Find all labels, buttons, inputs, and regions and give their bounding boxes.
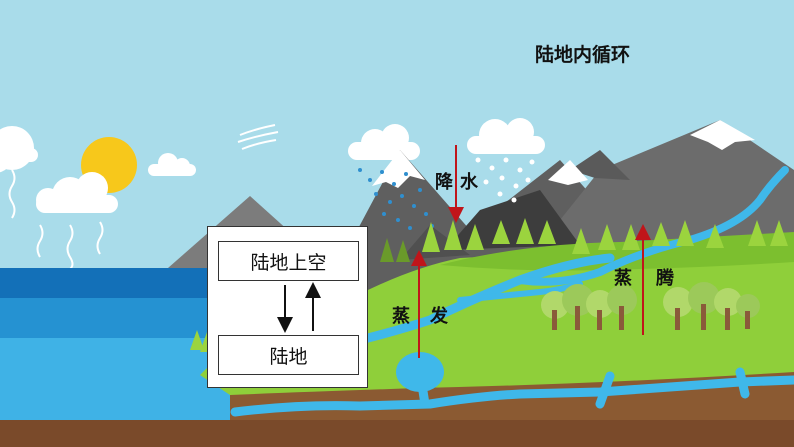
label-evaporation-1: 蒸 [392, 306, 410, 327]
heat-wave-icons [8, 124, 279, 270]
flow-box-panel: 陆地上空 陆地 [207, 226, 368, 388]
label-evaporation-2: 发 [430, 306, 448, 327]
flow-arrows [277, 282, 321, 333]
box-land: 陆地 [218, 335, 359, 375]
cloud-snow-icon [467, 118, 545, 154]
bushy-trees [541, 282, 760, 330]
label-precipitation-1: 降 [435, 172, 453, 193]
lake [396, 352, 444, 392]
label-precipitation-2: 水 [460, 172, 478, 193]
process-arrows [411, 145, 651, 358]
tree-icons [190, 218, 788, 352]
cloud-icons [0, 118, 545, 213]
label-transpiration-1: 蒸 [614, 268, 632, 289]
cloud-sun-icon [36, 172, 118, 213]
diagram-title: 陆地内循环 [535, 44, 631, 66]
cloud-left-icon [0, 126, 38, 173]
snow-flakes [475, 157, 535, 203]
cloud-small-icon [148, 153, 196, 176]
label-transpiration-2: 腾 [656, 268, 674, 289]
box-land-sky: 陆地上空 [218, 241, 359, 281]
